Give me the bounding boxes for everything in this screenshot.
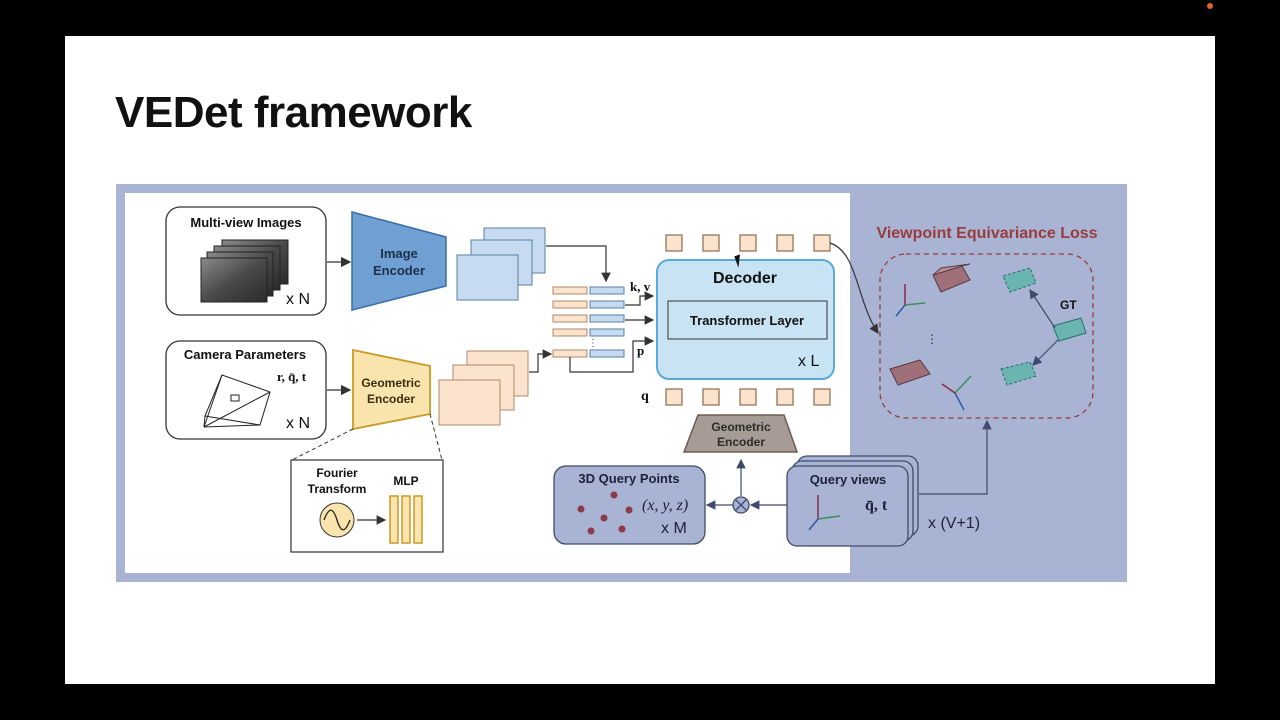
query-views-count: x (V+1) xyxy=(928,515,980,532)
camera-count: x N xyxy=(286,415,310,432)
query-token-row xyxy=(665,388,831,406)
camera-frustum-icon xyxy=(203,374,271,428)
geometric-encoder-line1: Geometric xyxy=(361,376,421,390)
p-label: p xyxy=(637,343,644,358)
fourier-line2: Transform xyxy=(308,482,367,496)
query-points-label: 3D Query Points xyxy=(578,471,679,486)
gt-box-dashed-icon-2 xyxy=(1000,361,1037,386)
geometric-feature-stack xyxy=(438,350,529,426)
query-points-box: 3D Query Points (x, y, z) x M xyxy=(553,465,706,545)
image-encoder-block: Image Encoder xyxy=(351,211,447,311)
image-encoder-line2: Encoder xyxy=(373,263,425,278)
camera-params: r, q̄, t xyxy=(277,369,307,384)
loss-box: GT ⋮ xyxy=(879,253,1094,419)
geometric-encoder-line2: Encoder xyxy=(367,392,415,406)
multiview-images-box: Multi-view Images x N xyxy=(165,206,327,316)
geo-small-line1: Geometric xyxy=(711,420,771,434)
multiview-label: Multi-view Images xyxy=(190,215,301,230)
camera-photos-icon xyxy=(200,239,289,303)
geo-small-line2: Encoder xyxy=(717,435,765,449)
multiply-node-icon xyxy=(732,496,750,514)
loss-title: Viewpoint Equivariance Loss xyxy=(876,225,1097,242)
fourier-line1: Fourier xyxy=(316,466,358,480)
query-points-coords: (x, y, z) xyxy=(642,497,688,514)
query-views-box: Query views q̄, t xyxy=(786,455,919,547)
token-columns: ⋮ xyxy=(552,286,625,358)
geometric-encoder-block: Geometric Encoder xyxy=(352,348,431,431)
recording-indicator-icon xyxy=(1207,3,1213,9)
multiview-count: x N xyxy=(286,291,310,308)
kv-label: k, v xyxy=(630,279,651,294)
transformer-layer-label: Transformer Layer xyxy=(690,313,804,328)
gt-box-icon xyxy=(1052,317,1087,342)
gt-box-dashed-icon xyxy=(1002,267,1037,293)
axes-icon-2 xyxy=(941,375,972,411)
fourier-mlp-box: Fourier Transform MLP xyxy=(290,459,444,553)
decoder-title: Decoder xyxy=(713,270,777,287)
point-cloud-icon xyxy=(577,491,633,535)
mlp-label: MLP xyxy=(393,474,418,488)
query-points-count: x M xyxy=(661,520,687,537)
output-token-row xyxy=(665,234,831,252)
camera-parameters-box: Camera Parameters r, q̄, t x N xyxy=(165,340,327,440)
slide-title: VEDet framework xyxy=(115,88,472,137)
camera-label: Camera Parameters xyxy=(184,347,306,362)
svg-text:⋮: ⋮ xyxy=(588,338,598,349)
decoder-block: Decoder Transformer Layer x L xyxy=(656,259,835,380)
q-label: q xyxy=(641,389,649,404)
image-encoder-line1: Image xyxy=(380,246,418,261)
decoder-repeat: x L xyxy=(798,353,819,370)
gt-label: GT xyxy=(1060,298,1077,312)
geometric-encoder-small-block: Geometric Encoder xyxy=(682,414,799,453)
axes-icon xyxy=(895,284,926,317)
loss-dots: ⋮ xyxy=(926,332,938,346)
query-views-label: Query views xyxy=(810,472,887,487)
view-axes-icon xyxy=(808,495,841,531)
query-views-params: q̄, t xyxy=(865,497,888,514)
predicted-box-icon xyxy=(932,263,971,293)
predicted-box-icon-2 xyxy=(889,359,931,386)
image-feature-stack xyxy=(456,227,546,301)
